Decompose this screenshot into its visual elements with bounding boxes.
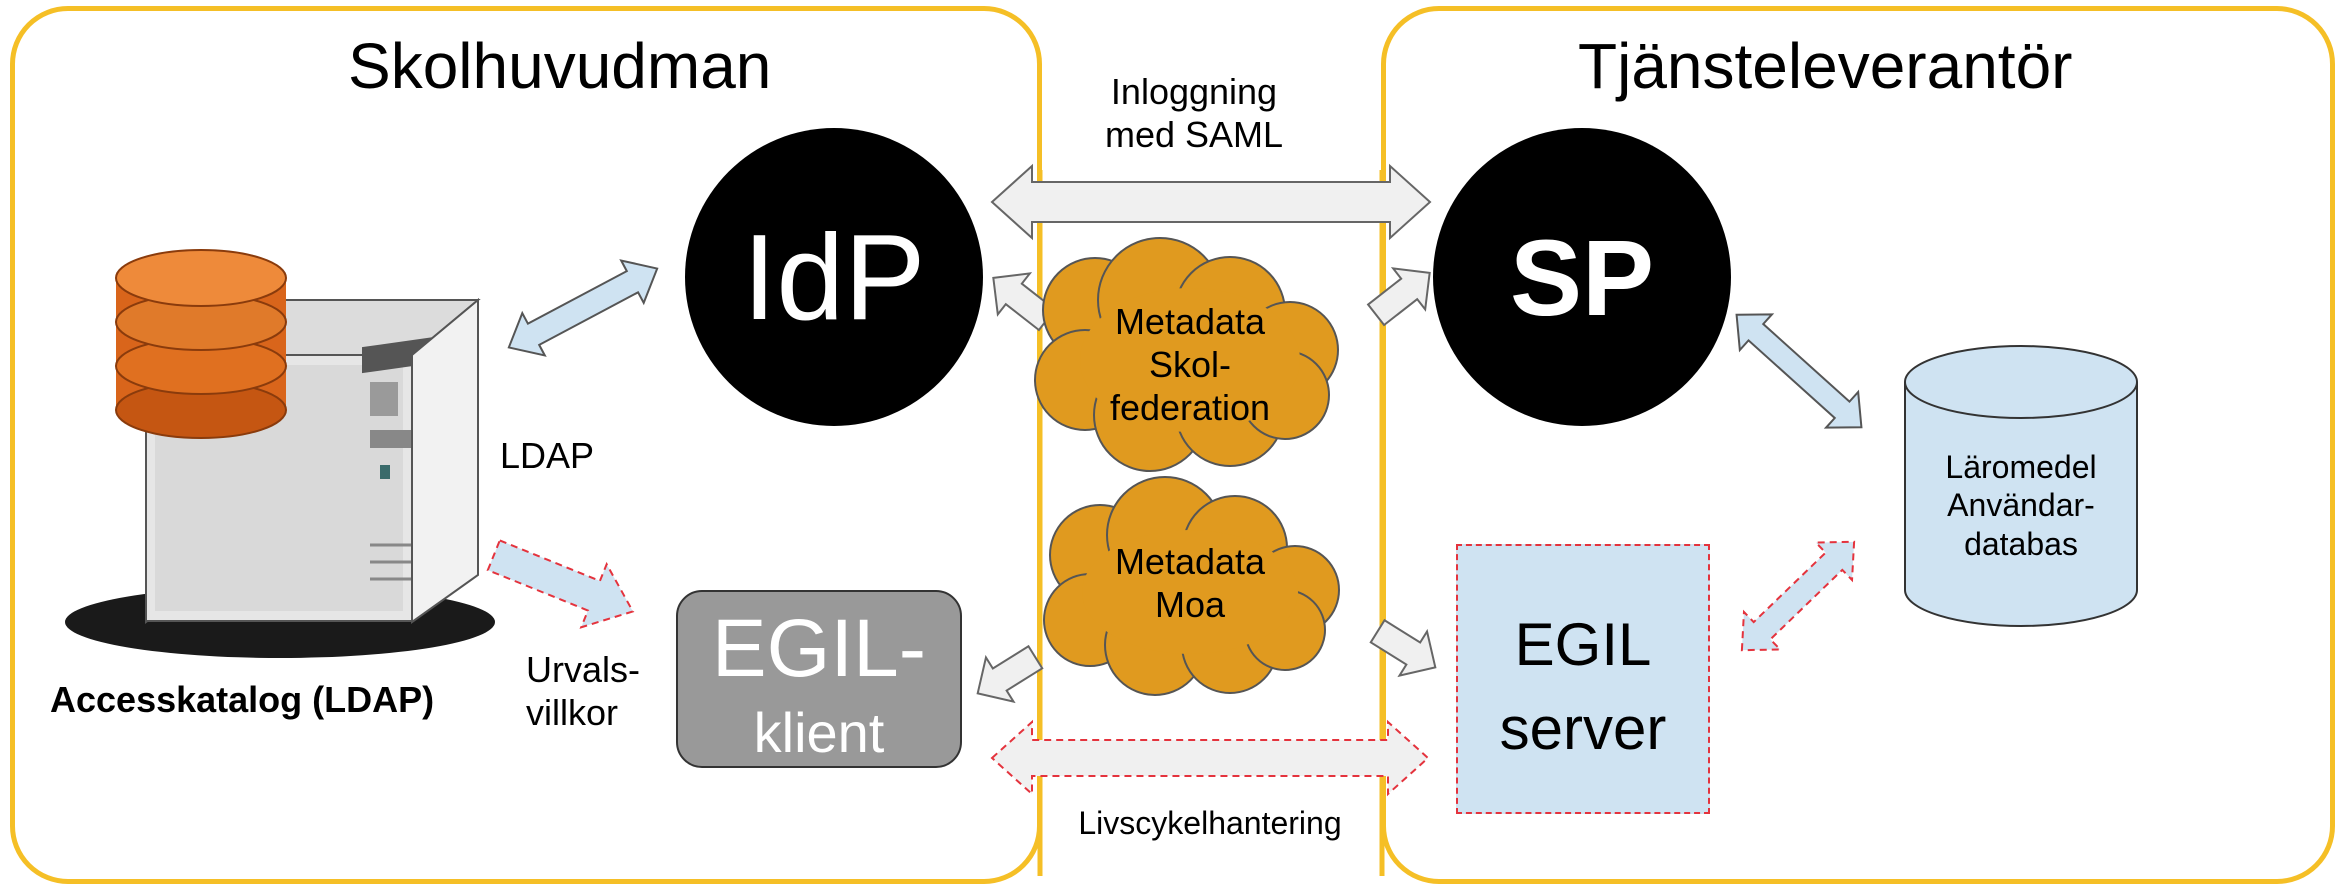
- metadata-moa-cloud: [1043, 476, 1340, 696]
- egil-server-line1: EGIL: [1514, 611, 1652, 678]
- urvalsvillkor-label: Urvals- villkor: [526, 649, 640, 734]
- metadata-skolfederation-cloud: [1034, 237, 1339, 472]
- egil-db-arrow: [1740, 540, 1856, 652]
- ldap-label: LDAP: [500, 435, 595, 476]
- skolhuvudman-title: Skolhuvudman: [348, 30, 772, 102]
- moa-to-client-arrow: [976, 644, 1044, 704]
- database-cylinder: [1904, 345, 2138, 627]
- egil-server-line2: server: [1499, 695, 1667, 762]
- egil-server-box: EGIL server: [1456, 544, 1710, 814]
- egil-client-line1: EGIL-: [711, 603, 927, 694]
- metadata-moa-label: Metadata Moa: [1114, 541, 1266, 626]
- database-label: Läromedel Användar- databas: [1945, 449, 2097, 562]
- server-icon: [65, 249, 495, 658]
- tjansteleverantor-title: Tjänsteleverantör: [1578, 30, 2073, 102]
- sp-db-arrow: [1735, 313, 1863, 429]
- moa-to-server-arrow: [1369, 618, 1437, 678]
- egil-client-line2: klient: [753, 701, 885, 764]
- metadata-skolfederation-label: Metadata Skol- federation: [1109, 301, 1271, 429]
- egil-client-box: EGIL- klient: [676, 590, 962, 768]
- meta-to-sp-arrow: [1366, 267, 1431, 327]
- accesskatalog-caption: Accesskatalog (LDAP): [50, 679, 435, 720]
- urval-arrow: [486, 539, 635, 629]
- lifecycle-arrow: [990, 719, 1430, 797]
- ldap-arrow: [507, 259, 659, 357]
- saml-label: Inloggning med SAML: [1104, 71, 1284, 156]
- idp-circle: IdP: [685, 128, 983, 426]
- saml-arrow: [990, 163, 1432, 241]
- sp-circle: SP: [1433, 128, 1731, 426]
- livscykelhantering-label: Livscykelhantering: [1078, 805, 1342, 841]
